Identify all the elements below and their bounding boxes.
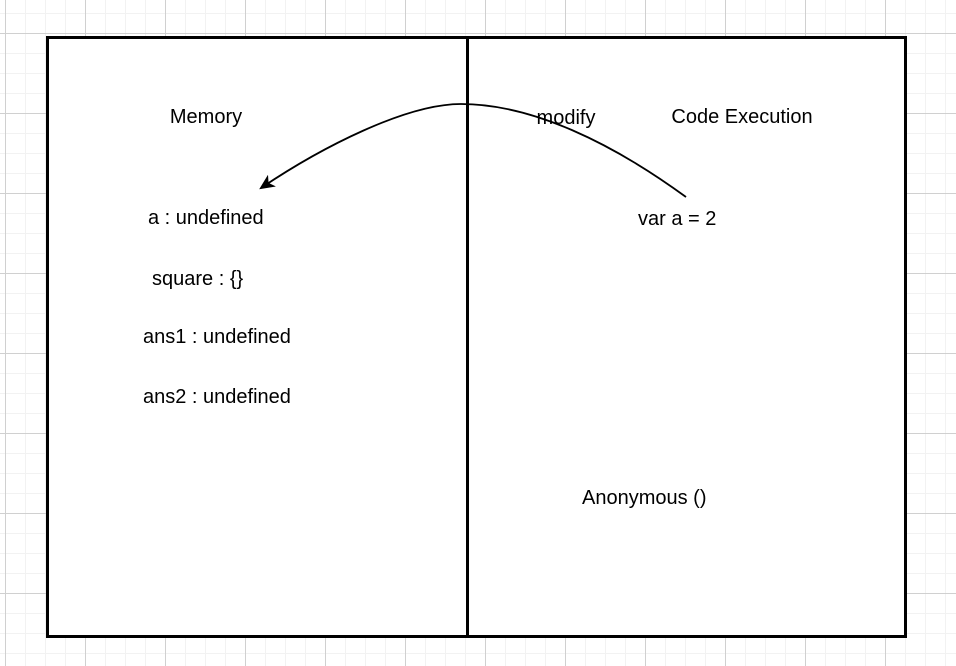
memory-entry-ans2: ans2 : undefined — [143, 386, 291, 408]
memory-entry-square: square : {} — [152, 268, 244, 290]
panel-title-code-execution: Code Execution — [671, 106, 813, 128]
panel-title-memory: Memory — [169, 106, 243, 128]
arrow-label-modify: modify — [536, 107, 596, 129]
memory-entry-ans1: ans1 : undefined — [143, 326, 291, 348]
code-entry-var-a: var a = 2 — [638, 208, 717, 230]
code-entry-anonymous: Anonymous () — [582, 487, 707, 509]
panel-divider — [466, 39, 469, 635]
memory-entry-a: a : undefined — [148, 207, 264, 229]
